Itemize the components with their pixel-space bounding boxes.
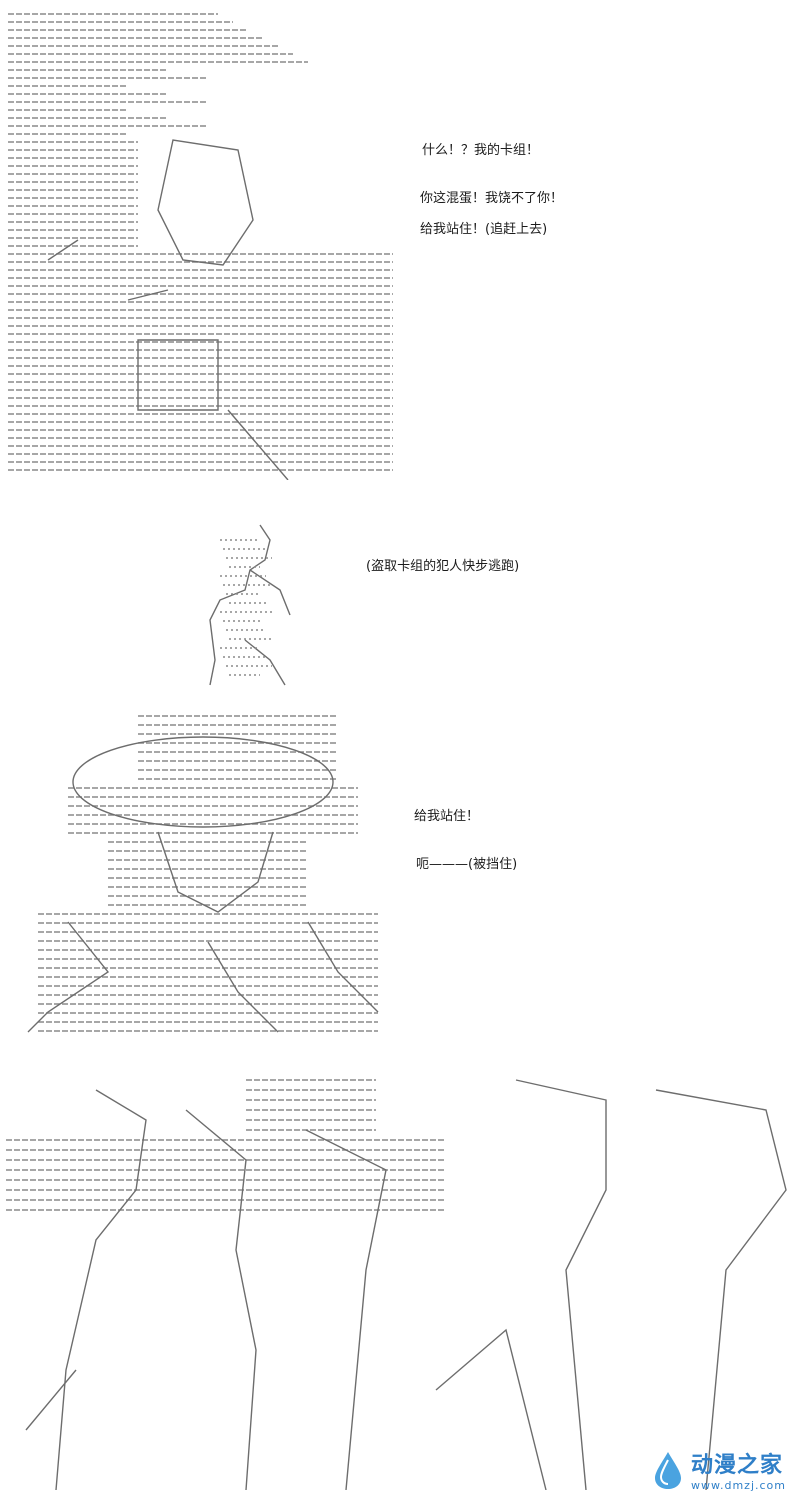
panel-3-art <box>8 712 388 1037</box>
drop-logo-icon <box>655 1451 681 1489</box>
panel-2-art <box>190 520 310 690</box>
ascii-art-figure-1 <box>8 13 393 480</box>
watermark-text: 动漫之家 <box>691 1453 784 1478</box>
panel-4-art <box>6 1070 796 1490</box>
ascii-art-figure-2 <box>209 524 291 686</box>
ascii-art-group-scene <box>6 1079 787 1490</box>
panel-2-caption: (盗取卡组的犯人快步逃跑) <box>366 559 520 574</box>
panel-1-line-1: 什么！？我的卡组！ <box>422 143 540 158</box>
ascii-art-figure-3 <box>27 715 379 1033</box>
panel-3-line-2: 呃———(被挡住) <box>416 857 518 872</box>
panel-3-line-1: 给我站住！ <box>414 809 480 824</box>
panel-1-art <box>8 10 393 480</box>
panel-1-line-2: 你这混蛋！我饶不了你！ <box>420 191 564 206</box>
watermark-url: www.dmzj.com <box>691 1479 786 1492</box>
panel-1-line-3: 给我站住！(追赶上去) <box>420 222 548 237</box>
watermark: 动漫之家 www.dmzj.com <box>651 1447 786 1492</box>
